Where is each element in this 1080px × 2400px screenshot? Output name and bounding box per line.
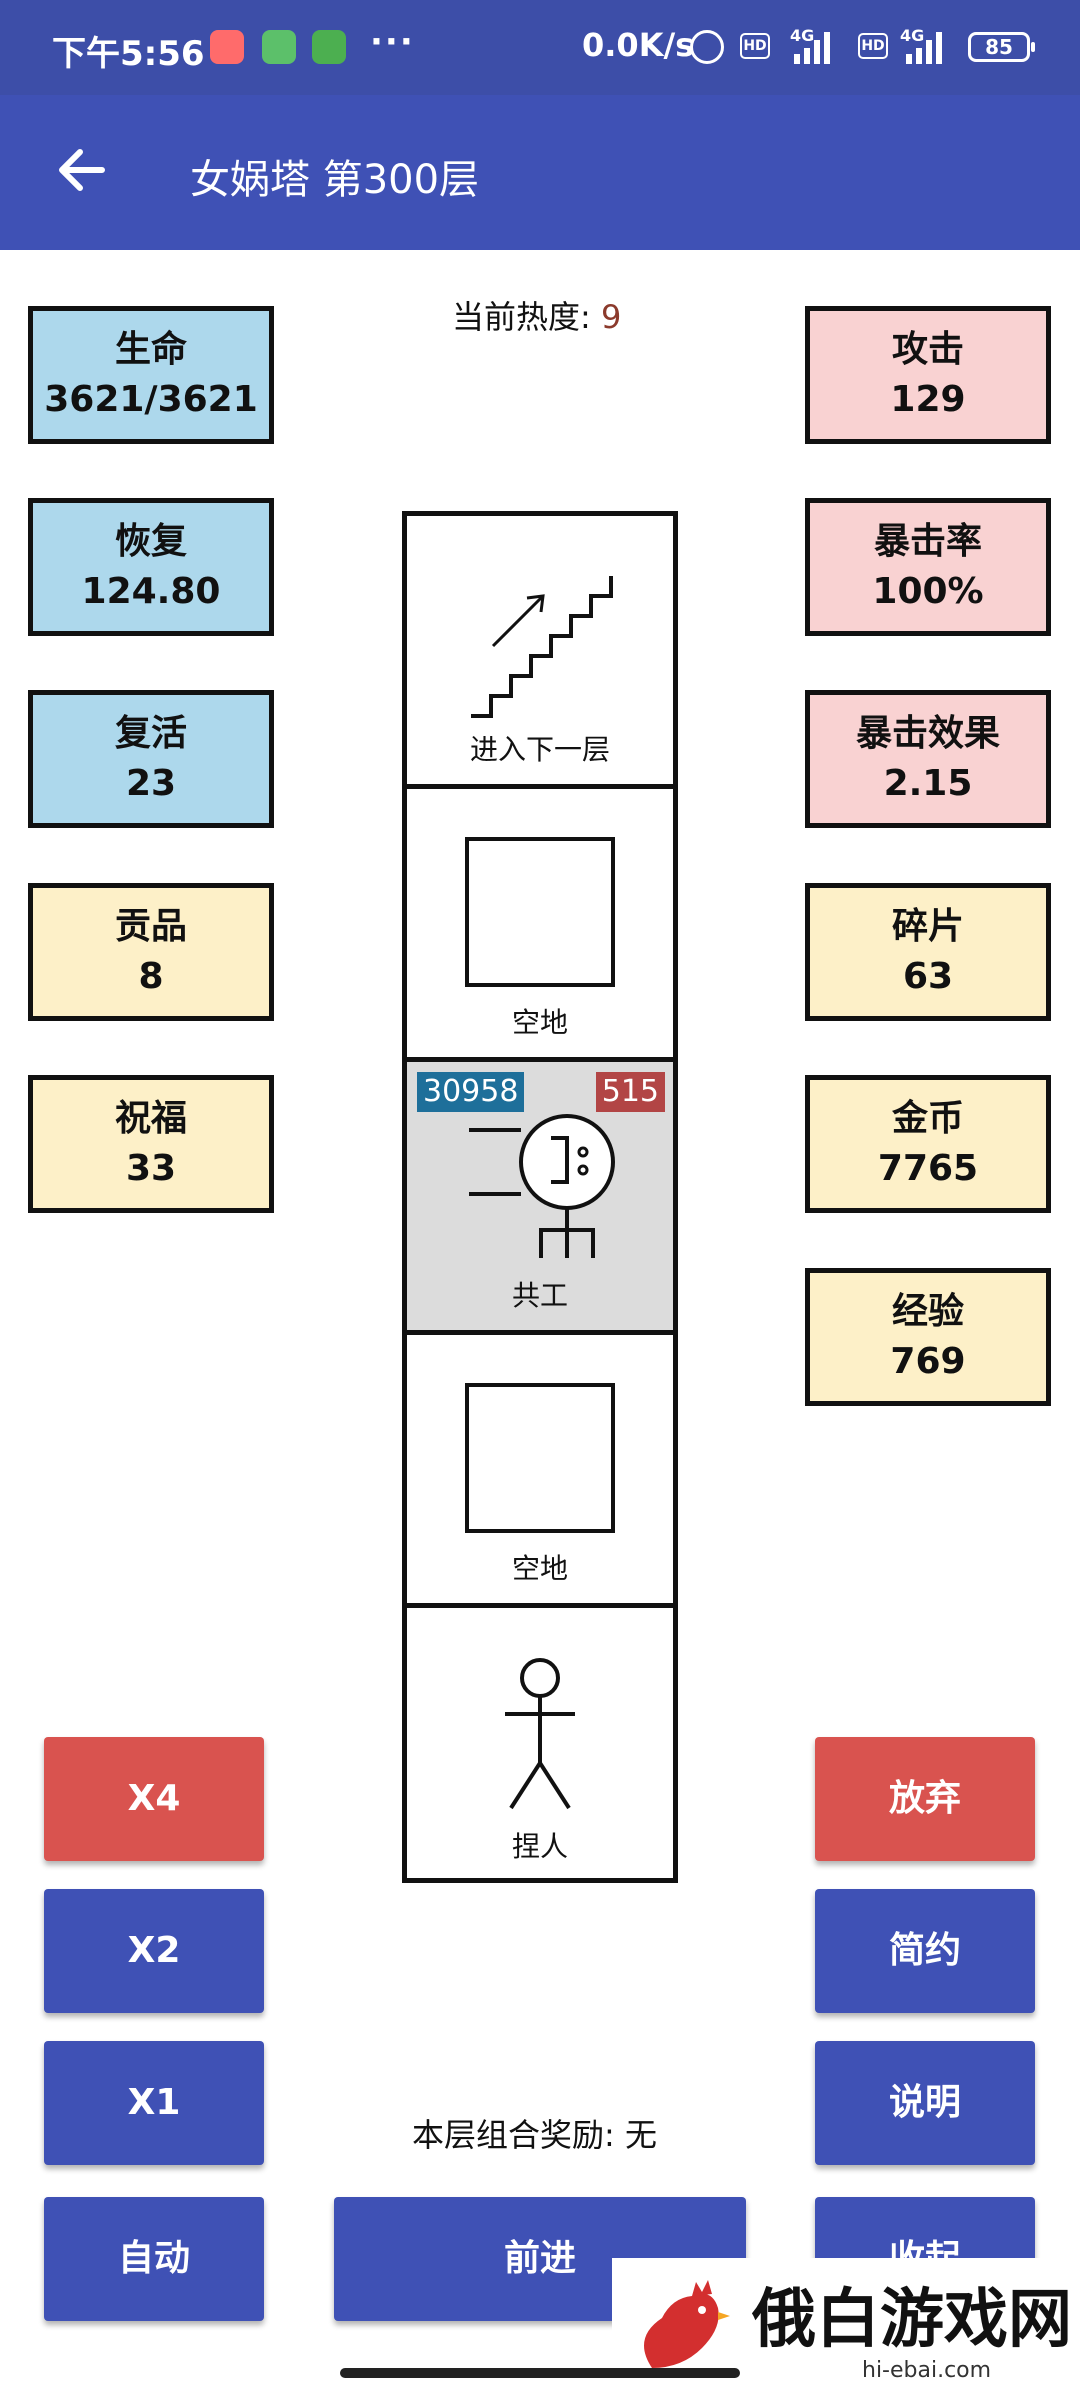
heat-value: 9 [600, 298, 622, 336]
tower-cell-empty[interactable]: 空地 [407, 789, 673, 1062]
heat-indicator: 当前热度: 9 [452, 292, 621, 338]
app-notification-icon [262, 30, 296, 64]
stat-revive: 复活 23 [28, 690, 274, 828]
floor-reward: 本层组合奖励: 无 [412, 2116, 657, 2154]
stat-gold: 金币 7765 [805, 1075, 1051, 1213]
stat-crit-damage: 暴击效果 2.15 [805, 690, 1051, 828]
stat-crit-rate: 暴击率 100% [805, 498, 1051, 636]
enemy-icon [469, 1114, 615, 1258]
stat-value: 129 [890, 379, 966, 420]
stat-label: 经验 [891, 1291, 964, 1332]
cell-label: 共工 [511, 1279, 568, 1312]
alarm-icon [690, 30, 724, 64]
arrow-left-icon[interactable] [52, 140, 112, 200]
stat-value: 33 [125, 1148, 177, 1189]
stat-value: 63 [902, 956, 954, 997]
stat-value: 23 [125, 763, 177, 804]
help-button[interactable]: 说明 [815, 2041, 1035, 2165]
auto-button[interactable]: 自动 [44, 2197, 264, 2321]
watermark-url: hi-ebai.com [862, 2358, 992, 2383]
page-title: 女娲塔 第300层 [190, 157, 480, 203]
stat-hp: 生命 3621/3621 [28, 306, 274, 444]
stat-experience: 经验 769 [805, 1268, 1051, 1406]
stat-value: 7765 [877, 1148, 979, 1189]
watermark-text: 俄白游戏网 [752, 2282, 1072, 2357]
stat-value: 8 [138, 956, 164, 997]
simple-mode-button[interactable]: 简约 [815, 1889, 1035, 2013]
network-type: 4G [900, 26, 925, 45]
stat-shards: 碎片 63 [805, 883, 1051, 1021]
rooster-logo-icon [644, 2280, 730, 2368]
speed-x4-button[interactable]: X4 [44, 1737, 264, 1861]
stat-value: 100% [872, 571, 984, 612]
stat-label: 复活 [114, 713, 187, 754]
enemy-hp-badge: 30958 [417, 1072, 525, 1112]
signal-icon [794, 32, 830, 64]
stat-value: 3621/3621 [44, 379, 258, 420]
stat-label: 碎片 [891, 906, 964, 947]
cell-label: 空地 [511, 1006, 568, 1039]
battery-icon: 85 [968, 32, 1035, 62]
empty-square-icon [465, 837, 615, 987]
stick-figure-icon [505, 1658, 575, 1810]
enemy-attack-badge: 515 [595, 1072, 665, 1112]
status-bar: 下午5:56 ··· 0.0K/s HD 4G HD 4G 85 [0, 0, 1080, 95]
stat-label: 金币 [891, 1098, 964, 1139]
stat-blessing: 祝福 33 [28, 1075, 274, 1213]
stat-regen: 恢复 124.80 [28, 498, 274, 636]
stat-label: 暴击率 [873, 521, 982, 562]
speed-x1-button[interactable]: X1 [44, 2041, 264, 2165]
more-notifications-icon: ··· [370, 22, 415, 62]
stat-value: 124.80 [81, 571, 221, 612]
cell-label: 空地 [511, 1552, 568, 1585]
stat-value: 2.15 [883, 763, 973, 804]
app-bar: 女娲塔 第300层 [0, 95, 1080, 250]
empty-square-icon [465, 1383, 615, 1533]
stat-label: 暴击效果 [855, 713, 1000, 754]
app-notification-icon [210, 30, 244, 64]
network-speed: 0.0K/s [582, 26, 695, 64]
tower-cell-stairs[interactable]: 进入下一层 [407, 516, 673, 789]
clock: 下午5:56 [52, 34, 205, 74]
tower-cell-player[interactable]: 捏人 [407, 1608, 673, 1881]
speed-x2-button[interactable]: X2 [44, 1889, 264, 2013]
hd-icon: HD [858, 33, 888, 59]
app-notification-icon [312, 30, 346, 64]
hd-icon: HD [740, 33, 770, 59]
stat-tribute: 贡品 8 [28, 883, 274, 1021]
stat-label: 生命 [114, 329, 187, 370]
cell-label: 捏人 [511, 1830, 568, 1863]
network-type: 4G [790, 26, 815, 45]
tower: 进入下一层 空地 30958 515 共工 [402, 511, 678, 1883]
stat-value: 769 [890, 1341, 966, 1382]
give-up-button[interactable]: 放弃 [815, 1737, 1035, 1861]
stat-attack: 攻击 129 [805, 306, 1051, 444]
tower-cell-enemy[interactable]: 30958 515 共工 [407, 1062, 673, 1335]
stat-label: 攻击 [891, 329, 964, 370]
home-indicator[interactable] [340, 2368, 740, 2378]
heat-label: 当前热度: [452, 298, 601, 336]
signal-icon [906, 32, 942, 64]
stat-label: 祝福 [114, 1098, 187, 1139]
stairs-icon [471, 576, 613, 718]
stat-label: 贡品 [114, 906, 187, 947]
cell-label: 进入下一层 [469, 733, 610, 766]
stat-label: 恢复 [114, 521, 187, 562]
tower-cell-empty[interactable]: 空地 [407, 1335, 673, 1608]
watermark: 俄白游戏网 hi-ebai.com [612, 2258, 1080, 2400]
